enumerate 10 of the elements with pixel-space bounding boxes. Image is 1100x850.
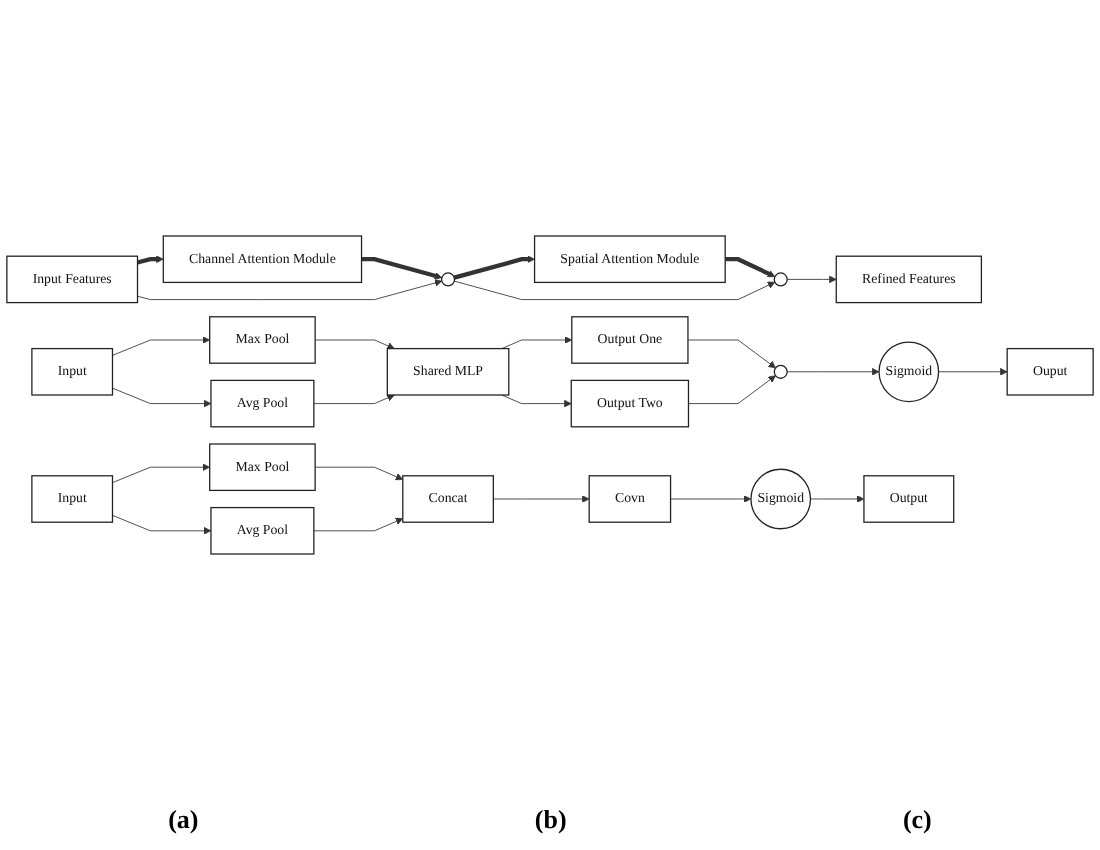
node-circle	[773, 272, 788, 287]
node-circle	[440, 272, 456, 287]
arrow	[453, 255, 535, 280]
arrow	[725, 257, 776, 278]
panel-label: (a)	[168, 804, 199, 836]
panel-label: (b)	[534, 804, 567, 836]
arrow	[361, 257, 443, 280]
panel-label: (c)	[902, 804, 932, 836]
node-circle	[773, 364, 788, 379]
arrow	[136, 255, 164, 265]
